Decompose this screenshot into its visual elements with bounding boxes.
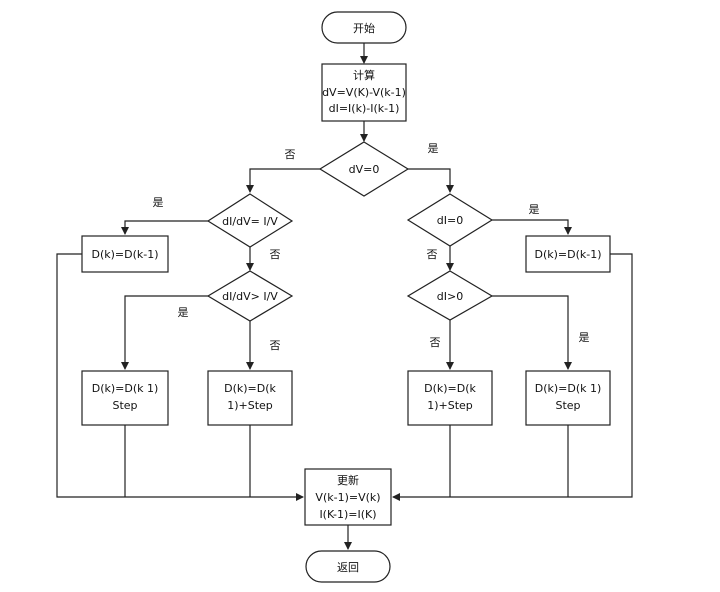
decision-di-zero: dI=0 — [406, 193, 494, 247]
edge-di-zero-yes — [492, 219, 572, 235]
end-node: 返回 — [305, 550, 391, 583]
compute-title: 计算 — [353, 68, 375, 82]
hold-right-label: D(k)=D(k-1) — [534, 248, 601, 261]
start-node: 开始 — [321, 11, 407, 44]
di-zero-yes-label: 是 — [529, 203, 540, 216]
increment-left-line1: D(k)=D(k — [224, 382, 276, 395]
connectors — [56, 43, 633, 550]
edge-dv-yes — [408, 168, 454, 193]
decision-ratio-greater-label: dI/dV> I/V — [222, 290, 278, 303]
compute-di: dI=I(k)-I(k-1) — [329, 102, 400, 115]
dv-no-label: 否 — [285, 148, 296, 161]
decrement-left-box: D(k)=D(k 1) Step — [81, 370, 169, 426]
decision-di-zero-label: dI=0 — [437, 214, 463, 227]
dv-yes-label: 是 — [428, 142, 439, 155]
update-title: 更新 — [337, 473, 359, 487]
compute-dv: dV=V(K)-V(k-1) — [322, 86, 406, 99]
increment-right-box: D(k)=D(k 1)+Step — [407, 370, 493, 426]
increment-right-line1: D(k)=D(k — [424, 382, 476, 395]
di-pos-yes-label: 是 — [579, 331, 590, 344]
edge-ratio-eq-yes — [121, 220, 208, 235]
start-label: 开始 — [353, 21, 375, 35]
decrement-right-line2: Step — [555, 399, 580, 412]
decision-dv-zero-label: dV=0 — [349, 163, 380, 176]
hold-left-label: D(k)=D(k-1) — [91, 248, 158, 261]
increment-right-line2: 1)+Step — [427, 399, 473, 412]
decision-ratio-equal: dI/dV= I/V — [206, 193, 294, 248]
edge-ratio-gt-yes — [121, 295, 208, 370]
decrement-left-line2: Step — [112, 399, 137, 412]
increment-left-box: D(k)=D(k 1)+Step — [207, 370, 293, 426]
update-current: I(K-1)=I(K) — [319, 508, 376, 521]
di-zero-no-label: 否 — [427, 248, 438, 261]
end-label: 返回 — [337, 561, 359, 574]
decision-di-positive-label: dI>0 — [437, 290, 463, 303]
decrement-right-box: D(k)=D(k 1) Step — [525, 370, 611, 426]
hold-left-box: D(k)=D(k-1) — [81, 235, 169, 273]
edge-hold-left-to-update — [56, 253, 304, 501]
decision-dv-zero: dV=0 — [318, 141, 410, 197]
ratio-gt-yes-label: 是 — [178, 306, 189, 319]
edge-hold-right-to-update — [392, 253, 633, 501]
decision-ratio-equal-label: dI/dV= I/V — [222, 215, 278, 228]
edge-dv-no — [246, 168, 320, 193]
hold-right-box: D(k)=D(k-1) — [525, 235, 611, 273]
ratio-eq-yes-label: 是 — [153, 196, 164, 209]
decision-ratio-greater: dI/dV> I/V — [206, 270, 294, 322]
increment-left-line2: 1)+Step — [227, 399, 273, 412]
edge-di-pos-yes — [492, 295, 572, 370]
ratio-gt-no-label: 否 — [270, 339, 281, 352]
update-box: 更新 V(k-1)=V(k) I(K-1)=I(K) — [304, 468, 392, 526]
decrement-left-line1: D(k)=D(k 1) — [92, 382, 159, 395]
decision-di-positive: dI>0 — [406, 270, 494, 321]
compute-box: 计算 dV=V(K)-V(k-1) dI=I(k)-I(k-1) — [321, 63, 407, 122]
branch-labels: 否 是 是 否 是 否 是 否 否 是 — [153, 142, 590, 352]
ratio-eq-no-label: 否 — [270, 248, 281, 261]
update-voltage: V(k-1)=V(k) — [315, 491, 380, 504]
di-pos-no-label: 否 — [430, 336, 441, 349]
decrement-right-line1: D(k)=D(k 1) — [535, 382, 602, 395]
